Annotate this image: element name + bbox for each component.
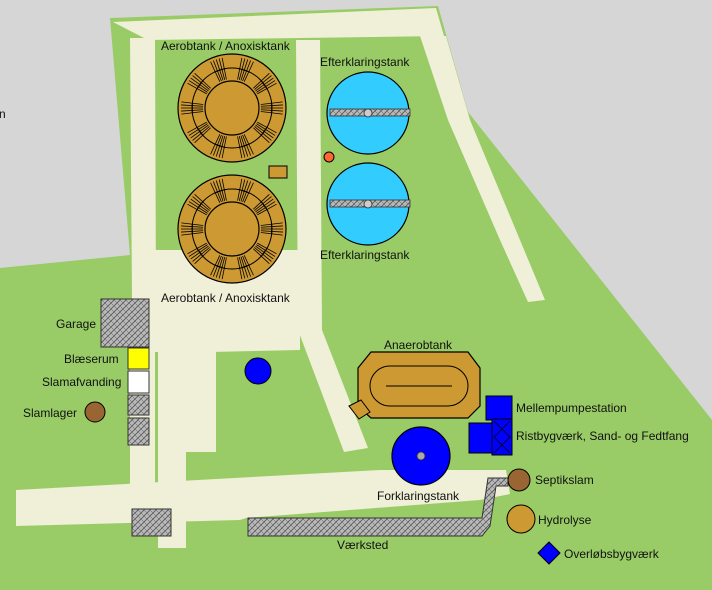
- aeration-spoke: [240, 256, 249, 278]
- label-septikslam: Septikslam: [535, 473, 594, 487]
- aeration-spoke: [240, 180, 249, 202]
- aeration-bar: [260, 79, 268, 90]
- aeration-spoke: [240, 135, 249, 157]
- efterklaringstank-1[interactable]: [326, 71, 411, 155]
- aeration-bar: [238, 68, 251, 73]
- storage-block-3[interactable]: [131, 508, 172, 537]
- label-edge-letter: n: [0, 107, 6, 121]
- hydrolyse-tank[interactable]: [506, 504, 536, 534]
- label-ristbygvaerk: Ristbygværk, Sand- og Fedtfang: [516, 429, 689, 443]
- label-overlobsbygvaerk: Overløbsbygværk: [564, 547, 659, 561]
- aeration-bar: [238, 143, 251, 148]
- label-slamafvanding: Slamafvanding: [42, 375, 122, 389]
- aeration-bar: [238, 189, 251, 194]
- aeration-bar: [260, 247, 268, 258]
- slamlager-tank[interactable]: [84, 401, 106, 423]
- aeration-bar: [238, 264, 251, 269]
- aeration-spoke: [255, 198, 274, 213]
- aeration-spoke: [190, 77, 209, 92]
- aeration-spoke: [255, 245, 274, 260]
- aeration-spoke: [215, 135, 224, 157]
- forklaringstank[interactable]: [391, 426, 451, 486]
- label-aerobtank-top: Aerobtank / Anoxisktank: [161, 39, 290, 53]
- aeration-bar: [196, 247, 204, 258]
- septikslam-tank[interactable]: [507, 468, 531, 492]
- aeration-spoke: [190, 124, 209, 139]
- storage-block-2[interactable]: [127, 417, 150, 446]
- aeration-bar: [196, 79, 204, 90]
- blaeserum-building[interactable]: [127, 347, 150, 370]
- label-anaerobtank: Anaerobtank: [384, 338, 453, 352]
- aeration-bar: [213, 68, 226, 73]
- aeration-spoke: [255, 77, 274, 92]
- aeration-bar: [213, 143, 226, 148]
- garage-building[interactable]: [100, 298, 150, 348]
- aerobtank-1[interactable]: [177, 53, 287, 163]
- label-hydrolyse: Hydrolyse: [538, 513, 592, 527]
- aeration-spoke: [255, 124, 274, 139]
- ristbygvaerk[interactable]: [468, 418, 513, 456]
- aeration-spoke: [190, 198, 209, 213]
- aeration-spoke: [190, 245, 209, 260]
- label-efterklaring-bottom: Efterklaringstank: [320, 248, 410, 262]
- anaerobtank[interactable]: [348, 351, 481, 420]
- aeration-spoke: [215, 59, 224, 81]
- storage-block-1[interactable]: [127, 394, 150, 416]
- small-tank-box[interactable]: [268, 165, 288, 179]
- vaerksted-building[interactable]: [247, 477, 509, 537]
- aeration-bar: [196, 126, 204, 137]
- label-blaeserum: Blæserum: [64, 352, 119, 366]
- label-garage: Garage: [56, 317, 97, 331]
- mellempumpestation[interactable]: [485, 395, 513, 421]
- aeration-spoke: [240, 59, 249, 81]
- aeration-bar: [196, 200, 204, 211]
- aeration-spoke: [215, 256, 224, 278]
- label-forklaringstank: Forklaringstank: [377, 489, 460, 503]
- efterklaringstank-2[interactable]: [326, 162, 411, 246]
- aeration-bar: [213, 264, 226, 269]
- label-slamlager: Slamlager: [23, 406, 78, 420]
- small-red-marker[interactable]: [323, 151, 335, 163]
- aerobtank-2[interactable]: [177, 174, 287, 284]
- label-mellempumpestation: Mellempumpestation: [516, 401, 627, 415]
- slamafvanding-building[interactable]: [127, 370, 150, 394]
- aeration-bar: [260, 126, 268, 137]
- aeration-bar: [260, 200, 268, 211]
- label-efterklaring-top: Efterklaringstank: [320, 55, 410, 69]
- aeration-spoke: [215, 180, 224, 202]
- aeration-bar: [213, 189, 226, 194]
- label-vaerksted: Værksted: [337, 538, 389, 552]
- label-aerobtank-bottom: Aerobtank / Anoxisktank: [161, 291, 290, 305]
- pump-well[interactable]: [244, 357, 272, 385]
- overlobsbygvaerk[interactable]: [537, 541, 561, 565]
